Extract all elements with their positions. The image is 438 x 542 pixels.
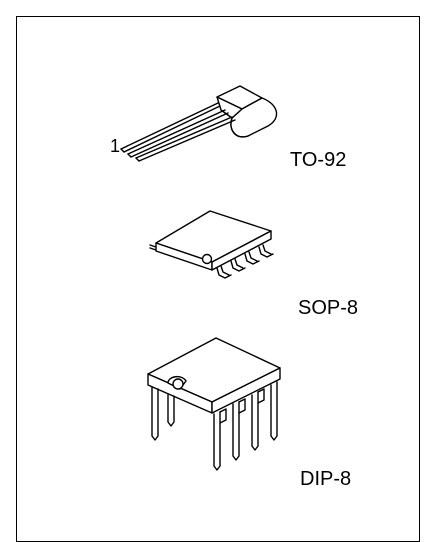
dip8-package-drawing <box>147 337 281 471</box>
pin1-marker: 1 <box>110 136 121 156</box>
sop8-package-drawing <box>149 210 274 279</box>
sop8-label: SOP-8 <box>298 297 359 319</box>
to92-package-drawing <box>120 85 278 162</box>
to92-label: TO-92 <box>290 149 347 171</box>
dip8-label: DIP-8 <box>300 468 352 490</box>
